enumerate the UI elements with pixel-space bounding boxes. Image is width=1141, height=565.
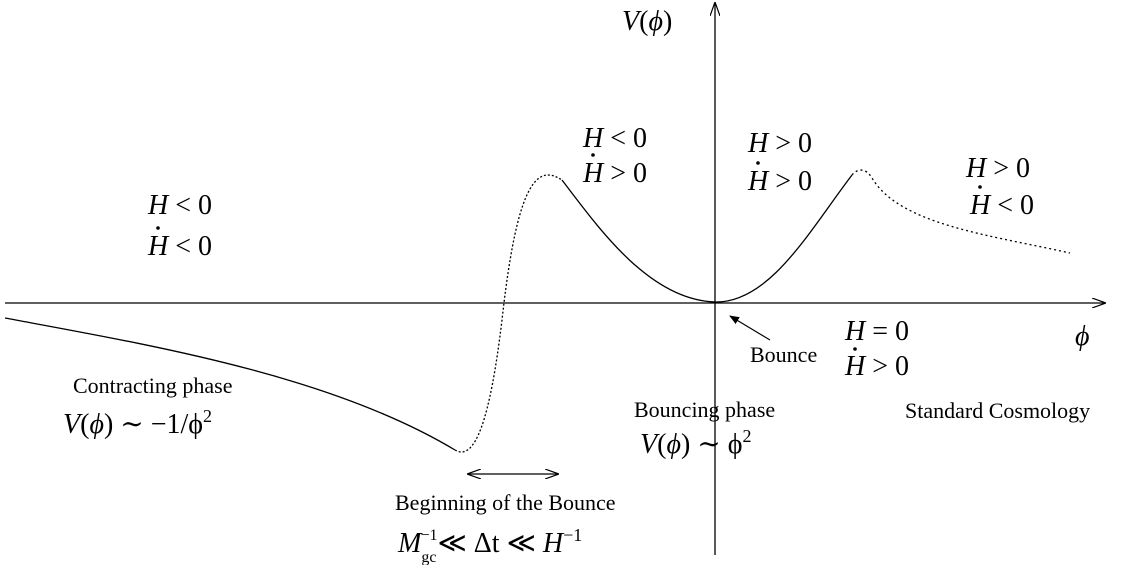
curve-transition [454, 174, 563, 453]
x-axis-label: ϕ [1075, 321, 1090, 352]
y-axis-label: V(ϕ) [622, 6, 672, 37]
svg-text:H < 0: H < 0 [147, 190, 212, 221]
standard-cosmology-label: Standard Cosmology [905, 398, 1090, 423]
svg-text:H < 0: H < 0 [582, 123, 647, 154]
curve-bouncing [561, 174, 853, 303]
bounce-pointer-arrow [729, 315, 771, 341]
svg-text:V(ϕ) ∼ ϕ2: V(ϕ) ∼ ϕ2 [640, 426, 751, 460]
region-left-peak: H < 0 H > 0 [582, 123, 647, 189]
region-right-peak: H > 0 H > 0 [747, 128, 812, 197]
svg-text:H > 0: H > 0 [747, 128, 812, 159]
svg-text:H > 0: H > 0 [965, 153, 1030, 184]
beginning-of-bounce-label: Beginning of the Bounce Mgc−1≪ Δt ≪ H−1 [395, 490, 616, 565]
bounce-point-label: Bounce H = 0 H > 0 [750, 316, 909, 382]
region-far-right: H > 0 H < 0 [965, 153, 1034, 221]
curve-standard [851, 169, 1071, 254]
svg-text:H = 0: H = 0 [844, 316, 909, 347]
contracting-phase-label: Contracting phase V(ϕ) ∼ −1/ϕ2 [63, 373, 232, 440]
svg-text:Mgc−1≪ Δt ≪ H−1: Mgc−1≪ Δt ≪ H−1 [397, 525, 582, 565]
curve-contracting [4, 317, 456, 451]
svg-text:H < 0: H < 0 [969, 190, 1034, 221]
bouncing-phase-label: Bouncing phase V(ϕ) ∼ ϕ2 [634, 397, 775, 460]
svg-text:Bouncing phase: Bouncing phase [634, 397, 775, 422]
region-far-left: H < 0 H < 0 [147, 190, 212, 262]
svg-text:H < 0: H < 0 [147, 231, 212, 262]
svg-text:Bounce: Bounce [750, 342, 817, 367]
svg-text:H > 0: H > 0 [582, 158, 647, 189]
svg-text:V(ϕ) ∼ −1/ϕ2: V(ϕ) ∼ −1/ϕ2 [63, 406, 212, 440]
svg-text:Beginning of the Bounce: Beginning of the Bounce [395, 490, 616, 515]
svg-text:Contracting phase: Contracting phase [73, 373, 232, 398]
svg-text:H > 0: H > 0 [844, 351, 909, 382]
svg-text:H > 0: H > 0 [747, 166, 812, 197]
